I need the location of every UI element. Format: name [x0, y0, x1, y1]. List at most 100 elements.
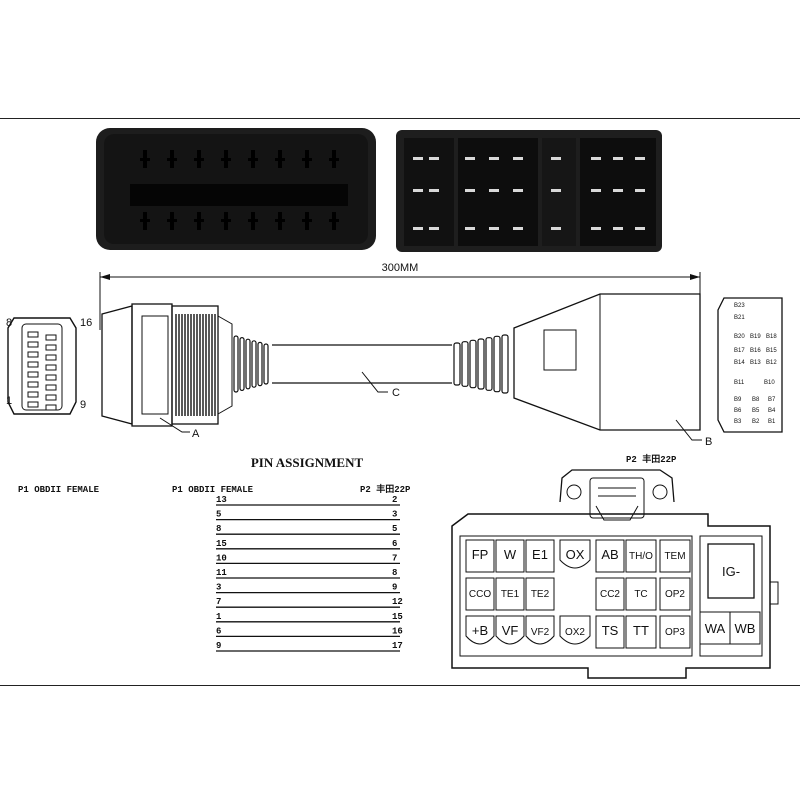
obd-face-pin — [45, 344, 57, 351]
pin-cell-label: W — [504, 547, 517, 562]
obd-pin-1: 1 — [6, 395, 12, 407]
pin-cell-label: OP2 — [665, 589, 685, 600]
toyota-photo-pin — [513, 227, 523, 230]
pin-to: 9 — [392, 583, 397, 593]
obd-face-pin — [45, 394, 57, 401]
pin-to: 16 — [392, 626, 403, 636]
face-pin-label: B4 — [768, 408, 776, 414]
pin-cell — [625, 539, 657, 573]
pin-assignment-title: PIN ASSIGNMENT — [251, 455, 364, 470]
obd-face-pins — [27, 331, 57, 411]
face-pin-label: B10 — [764, 380, 775, 386]
obd-photo-pin-bottom-bar — [221, 219, 231, 222]
pin-cell-label: AB — [601, 547, 618, 562]
pin-to: 15 — [392, 612, 403, 622]
obd-photo-pin-top-bar — [275, 158, 285, 161]
face-pin-label: B7 — [768, 397, 776, 403]
obd-pin-9: 9 — [80, 399, 86, 411]
strain-ring — [469, 339, 477, 389]
obd-face-pin — [27, 391, 39, 398]
obd-photo-pin-bottom-bar — [194, 219, 204, 222]
obd-photo-pin-bottom-bar — [248, 219, 258, 222]
strain-ring — [477, 338, 485, 390]
strain-relief-left — [233, 335, 269, 393]
strain-ring — [257, 341, 263, 387]
toyota-photo-pin — [551, 189, 561, 192]
pin-cell-label: OX2 — [565, 627, 585, 638]
face-pin-label: B8 — [752, 397, 760, 403]
pin-cell — [525, 615, 555, 645]
toyota-photo-pin — [551, 157, 561, 160]
dimension-label: 300MM — [382, 262, 419, 274]
face-pin-label: B11 — [734, 380, 745, 386]
obd-bottom-pins — [140, 212, 339, 230]
face-pin-label: B6 — [734, 408, 742, 414]
pin-cell — [659, 615, 691, 649]
pin-cell-label: TE1 — [501, 589, 520, 600]
toyota-photo-pins — [413, 157, 645, 230]
obd-face-pin — [27, 401, 39, 408]
toyota-photo-pin — [613, 227, 623, 230]
strain-ring — [233, 335, 239, 393]
toyota-photo-pin — [465, 189, 475, 192]
callout-c: C — [392, 387, 400, 399]
pin-cell — [595, 577, 625, 611]
pin-to: 12 — [392, 597, 403, 607]
grip-lines — [175, 314, 216, 416]
pin-cell — [559, 615, 591, 645]
obd-connector-photo — [96, 128, 376, 250]
strain-ring — [245, 338, 251, 390]
pin-to: 7 — [392, 553, 397, 563]
pin-cell — [659, 539, 691, 573]
callout-b: B — [705, 436, 712, 448]
pin-from: 5 — [216, 510, 221, 520]
pin-cell-wa: WA — [705, 621, 726, 636]
face-pin-label: B15 — [766, 348, 777, 354]
pin-from: 15 — [216, 539, 227, 549]
pin-cell-label: CC2 — [600, 589, 620, 600]
pin-cell — [495, 577, 525, 611]
toyota-photo-pin — [413, 189, 423, 192]
toyota-photo-pin — [591, 157, 601, 160]
pin-cell-label: E1 — [532, 547, 548, 562]
toyota-photo-pin — [413, 227, 423, 230]
obd-photo-pin-top-bar — [140, 158, 150, 161]
toyota-photo-pin — [465, 157, 475, 160]
toyota-photo-pin — [489, 227, 499, 230]
strain-ring — [485, 337, 493, 391]
pin-cell-label: VF2 — [531, 627, 550, 638]
obd-face-pin — [27, 371, 39, 378]
toyota-photo-pin — [635, 157, 645, 160]
pin-cell-label: TT — [633, 623, 649, 638]
toyota-photo-pin — [613, 157, 623, 160]
pin-cell — [525, 539, 555, 573]
col-header-mid: P1 OBDII FEMALE — [172, 485, 254, 495]
face-pin-label: B20 — [734, 334, 745, 340]
col-header-right: P2 丰田22P — [360, 483, 411, 495]
pin-from: 7 — [216, 597, 221, 607]
dimension-line: 300MM — [99, 262, 701, 330]
pin-cell — [625, 615, 657, 649]
toyota-photo-pin — [513, 157, 523, 160]
obd-photo-pin-bottom-bar — [329, 219, 339, 222]
obd-face-pin — [45, 354, 57, 361]
pin-cell-label: TC — [634, 589, 647, 600]
pin-cell-label: +B — [472, 623, 488, 638]
pin-cell — [465, 577, 495, 611]
pin-cell-ig: IG- — [722, 564, 740, 579]
face-pin-label: B13 — [750, 360, 761, 366]
obd-top-pins — [140, 150, 339, 168]
toyota-photo-pin — [429, 189, 439, 192]
strain-ring — [453, 342, 461, 386]
pin-cell-label: VF — [502, 623, 519, 638]
face-pin-label: B2 — [752, 419, 760, 425]
pin-cell — [659, 577, 691, 611]
obd-photo-pin-top-bar — [167, 158, 177, 161]
pin-cell — [595, 615, 625, 649]
strain-ring — [461, 341, 469, 387]
obd-face-pin — [27, 341, 39, 348]
diagram-frame — [0, 118, 800, 686]
